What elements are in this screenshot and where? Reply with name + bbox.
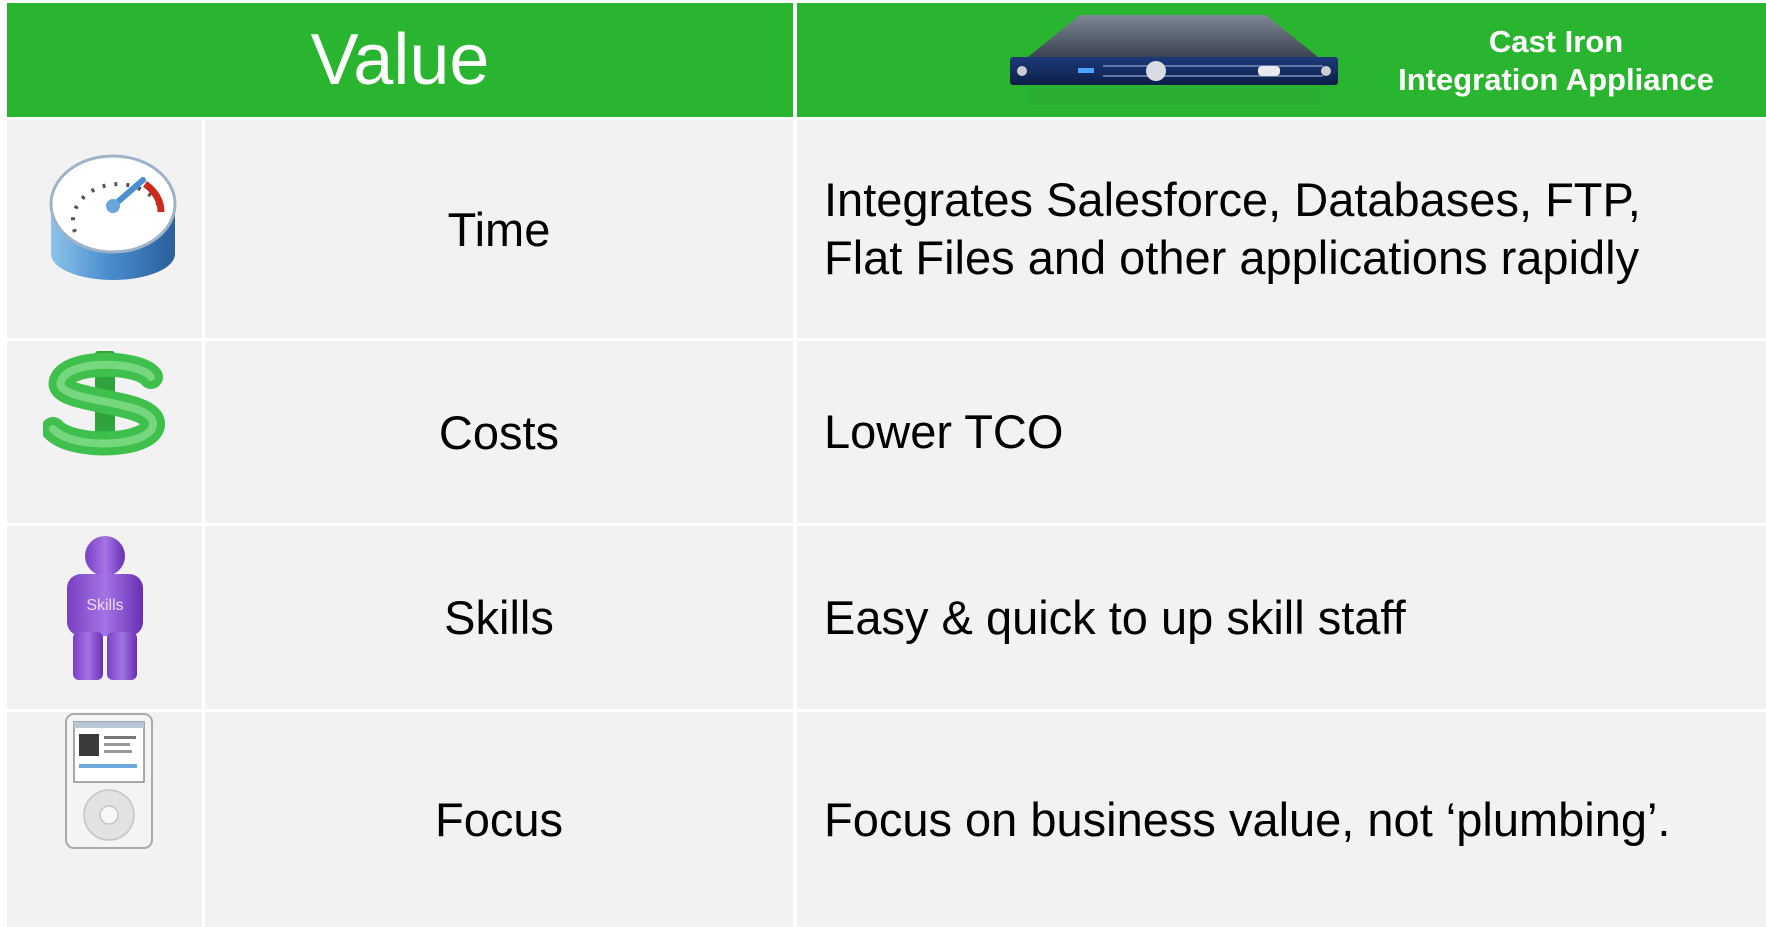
skills-person-icon: Skills [67, 536, 143, 680]
page-title: Value [310, 20, 490, 100]
row-label-costs: Costs [205, 341, 793, 523]
row-label-time: Time [205, 120, 793, 338]
description-line: Focus on business value, not ‘plumbing’. [824, 792, 1671, 846]
product-name-line2: Integration Appliance [1398, 62, 1714, 97]
header-product-cell: Cast Iron Integration Appliance [797, 3, 1766, 117]
description-line: Integrates Salesforce, Databases, FTP, [824, 173, 1641, 226]
row-description-costs: Lower TCO [797, 341, 1766, 523]
skills-icon-cell: Skills [7, 526, 202, 709]
product-name: Cast Iron Integration Appliance [1356, 23, 1756, 99]
description-line: Lower TCO [824, 405, 1064, 458]
row-label-skills: Skills [205, 526, 793, 709]
costs-icon-cell [7, 341, 202, 523]
gauge-icon [49, 154, 177, 280]
description-line: Flat Files and other applications rapidl… [824, 231, 1640, 284]
header-value-cell: Value [7, 3, 793, 117]
media-player-icon [65, 713, 153, 849]
description-line: Easy & quick to up skill staff [824, 590, 1406, 644]
row-description-focus: Focus on business value, not ‘plumbing’. [797, 712, 1766, 927]
skills-icon-text: Skills [86, 597, 123, 614]
row-label-focus: Focus [205, 712, 793, 927]
server-appliance-icon [1010, 15, 1338, 105]
dollar-icon [43, 351, 165, 456]
product-name-line1: Cast Iron [1488, 24, 1624, 59]
row-description-skills: Easy & quick to up skill staff [797, 526, 1766, 709]
focus-icon-cell [7, 712, 202, 927]
time-icon-cell [7, 120, 202, 338]
row-description-time: Integrates Salesforce, Databases, FTP, F… [797, 120, 1766, 338]
